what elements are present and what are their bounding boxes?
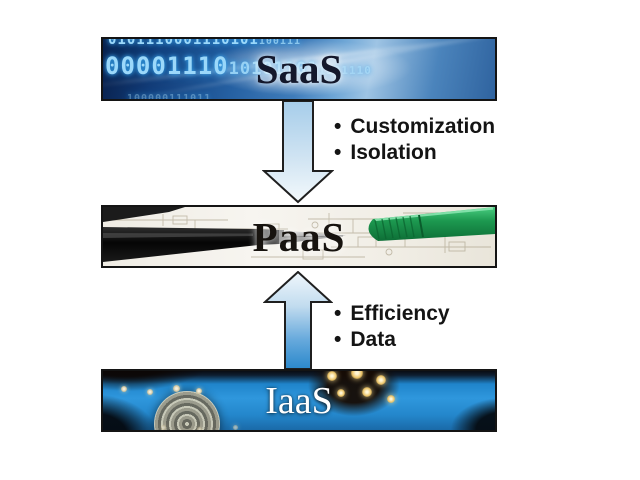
platter-screw bbox=[121, 386, 127, 392]
binary-code-row: 0101110001110101100111 bbox=[108, 37, 301, 48]
list-item: • Customization bbox=[334, 114, 495, 140]
bullet-text: Efficiency bbox=[350, 302, 450, 325]
bullet-text: Isolation bbox=[350, 141, 437, 164]
arrow-up-icon bbox=[263, 271, 333, 370]
list-item: • Data bbox=[334, 327, 450, 353]
bullet-icon: • bbox=[334, 302, 342, 325]
bokeh-highlight bbox=[337, 389, 345, 397]
bullet-text: Data bbox=[350, 328, 396, 351]
list-item: • Isolation bbox=[334, 140, 495, 166]
layer-banner-saas: 0101110001110101100111 00001110101011011… bbox=[101, 37, 497, 101]
binary-code-row: 00001110101011011101110 bbox=[105, 52, 372, 80]
bokeh-highlight bbox=[351, 371, 363, 379]
bullet-icon: • bbox=[334, 141, 342, 164]
center-glow bbox=[103, 39, 495, 99]
annotation-list-down: • Customization • Isolation bbox=[334, 114, 495, 166]
arrow-down-icon bbox=[262, 100, 334, 204]
bokeh-highlight bbox=[387, 395, 395, 403]
annotation-list-up: • Efficiency • Data bbox=[334, 301, 450, 353]
platter-screw bbox=[147, 389, 153, 395]
bokeh-highlight bbox=[197, 427, 202, 430]
bokeh-highlight bbox=[233, 425, 238, 430]
binary-code-row: 100000111011 bbox=[127, 93, 212, 101]
pen-and-schematic-art bbox=[103, 207, 495, 262]
green-pen bbox=[368, 207, 495, 241]
bullet-text: Customization bbox=[350, 115, 496, 138]
fountain-pen bbox=[103, 227, 346, 262]
platter-screw bbox=[196, 388, 202, 394]
second-pen bbox=[103, 207, 185, 222]
platter-screw bbox=[173, 385, 180, 392]
bokeh-highlight bbox=[161, 425, 166, 430]
bokeh-highlight bbox=[327, 371, 337, 381]
bullet-icon: • bbox=[334, 115, 342, 138]
bokeh-highlight bbox=[376, 375, 386, 385]
bokeh-highlight bbox=[362, 387, 372, 397]
layer-banner-paas: PaaS bbox=[101, 205, 497, 268]
list-item: • Efficiency bbox=[334, 301, 450, 327]
bullet-icon: • bbox=[334, 328, 342, 351]
layer-banner-iaas: IaaS bbox=[101, 369, 497, 432]
